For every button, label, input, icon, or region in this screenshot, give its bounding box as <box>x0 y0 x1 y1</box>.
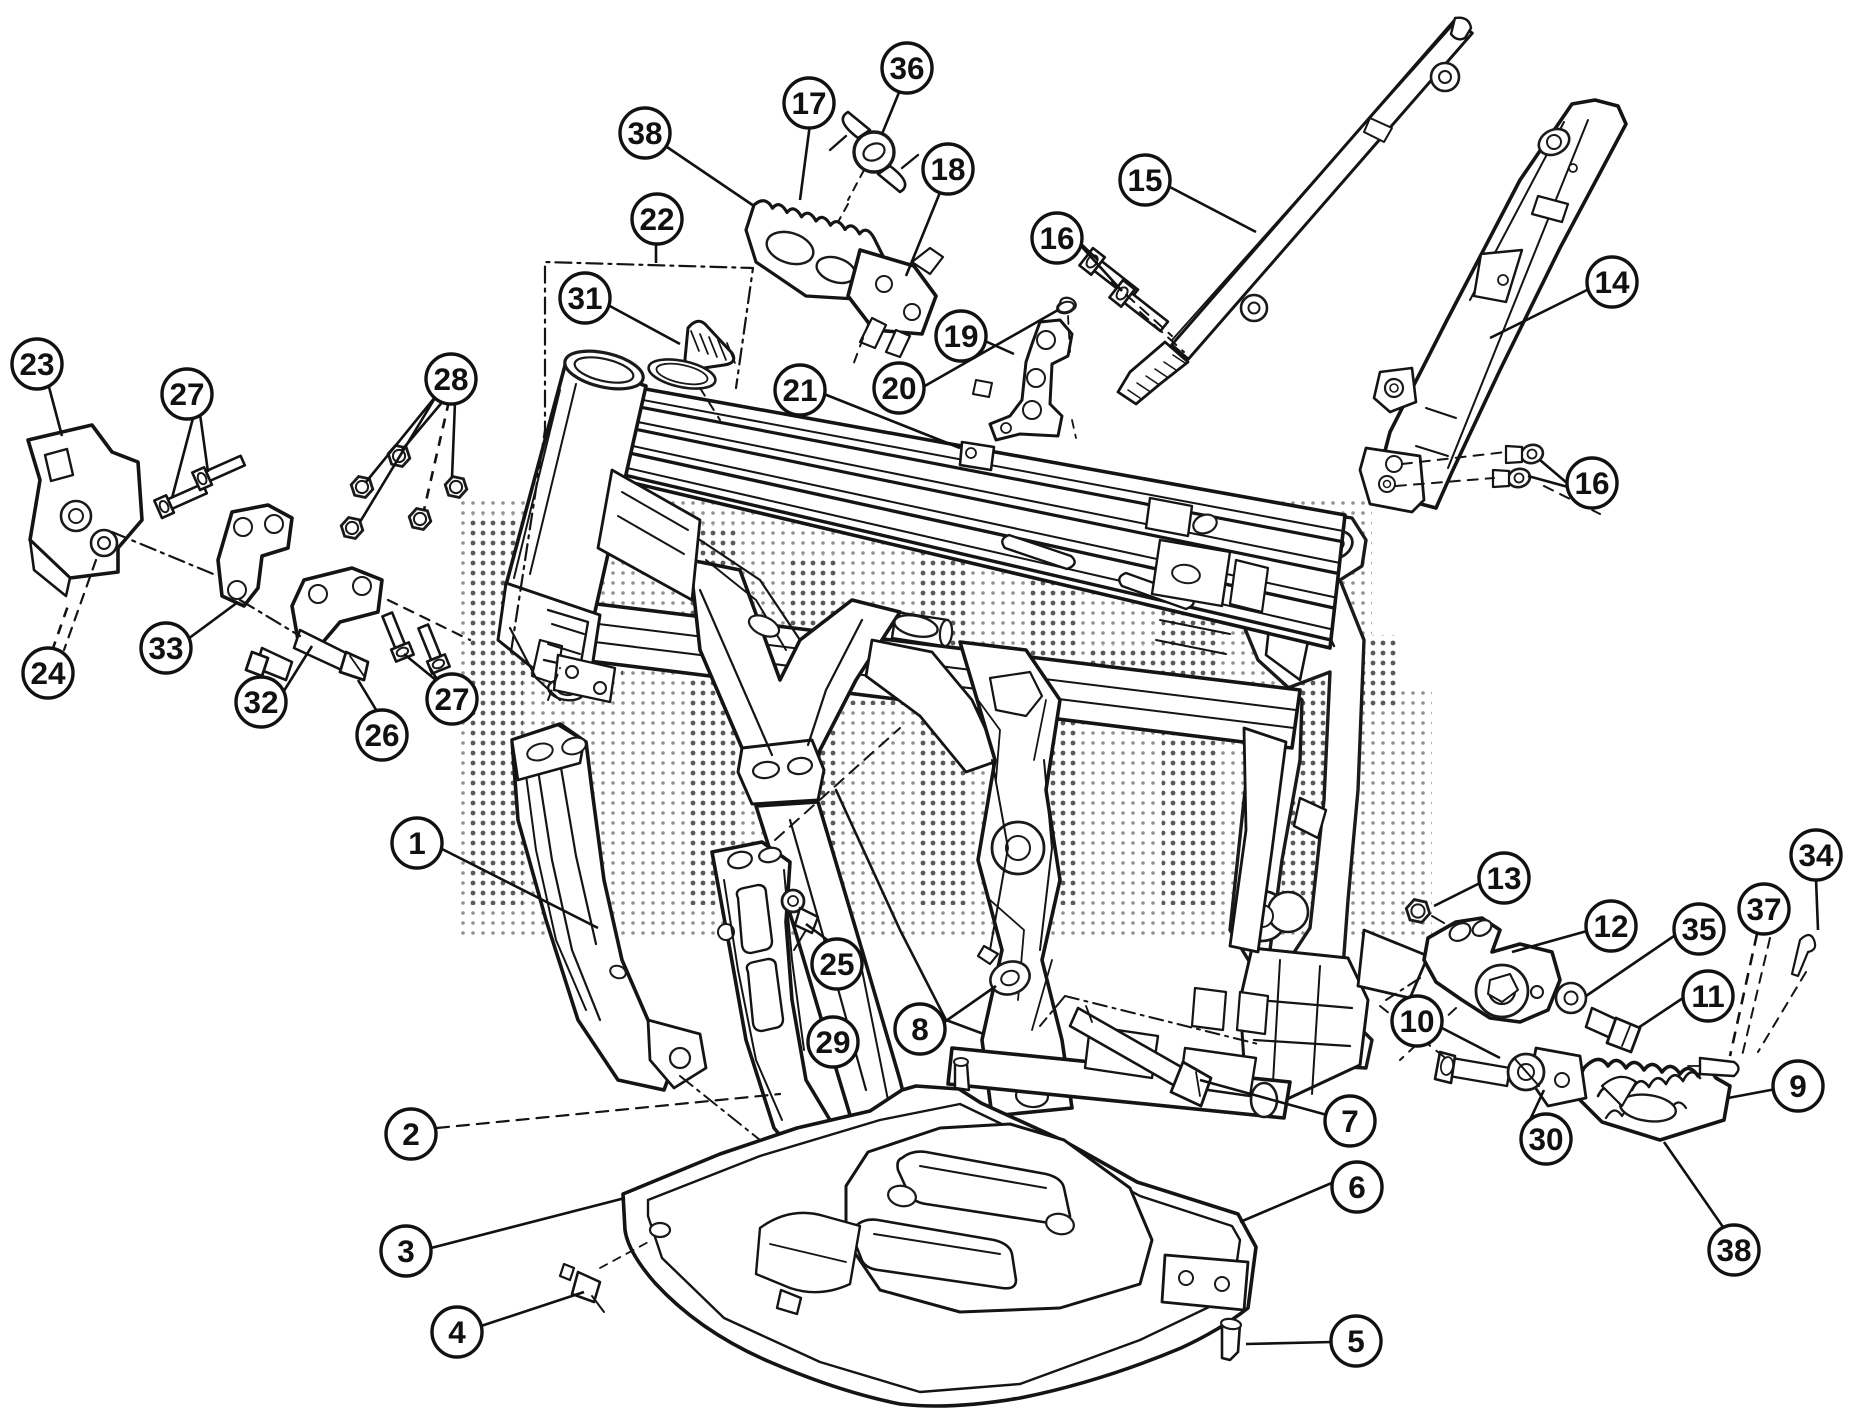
svg-text:22: 22 <box>639 201 674 237</box>
svg-text:31: 31 <box>567 280 602 316</box>
svg-text:3: 3 <box>397 1233 415 1269</box>
svg-text:33: 33 <box>148 630 183 666</box>
svg-text:23: 23 <box>19 346 54 382</box>
svg-text:10: 10 <box>1399 1003 1434 1039</box>
svg-text:18: 18 <box>930 151 965 187</box>
svg-text:32: 32 <box>243 684 278 720</box>
svg-text:12: 12 <box>1593 908 1628 944</box>
svg-text:13: 13 <box>1486 860 1521 896</box>
svg-text:26: 26 <box>364 717 399 753</box>
svg-text:38: 38 <box>1716 1232 1751 1268</box>
svg-text:19: 19 <box>943 318 978 354</box>
svg-text:9: 9 <box>1789 1068 1807 1104</box>
svg-text:4: 4 <box>448 1314 466 1350</box>
svg-text:17: 17 <box>791 85 826 121</box>
svg-text:6: 6 <box>1348 1169 1366 1205</box>
svg-text:11: 11 <box>1691 978 1724 1014</box>
svg-text:15: 15 <box>1127 162 1162 198</box>
svg-text:20: 20 <box>881 370 916 406</box>
svg-text:34: 34 <box>1798 837 1834 873</box>
svg-text:29: 29 <box>815 1024 850 1060</box>
svg-text:21: 21 <box>782 372 817 408</box>
svg-text:16: 16 <box>1039 220 1074 256</box>
svg-text:37: 37 <box>1746 891 1781 927</box>
svg-text:14: 14 <box>1594 264 1630 300</box>
svg-text:16: 16 <box>1574 465 1609 501</box>
svg-text:27: 27 <box>169 376 204 412</box>
svg-text:35: 35 <box>1681 911 1716 947</box>
svg-text:28: 28 <box>433 361 468 397</box>
svg-text:5: 5 <box>1347 1323 1365 1359</box>
svg-text:25: 25 <box>819 946 854 982</box>
svg-text:30: 30 <box>1528 1121 1563 1157</box>
svg-text:2: 2 <box>402 1116 420 1152</box>
svg-text:1: 1 <box>408 825 426 861</box>
svg-text:8: 8 <box>911 1011 929 1047</box>
svg-text:27: 27 <box>434 681 469 717</box>
svg-text:24: 24 <box>30 655 66 691</box>
svg-text:36: 36 <box>889 50 924 86</box>
svg-text:7: 7 <box>1341 1103 1359 1139</box>
svg-text:38: 38 <box>627 115 662 151</box>
